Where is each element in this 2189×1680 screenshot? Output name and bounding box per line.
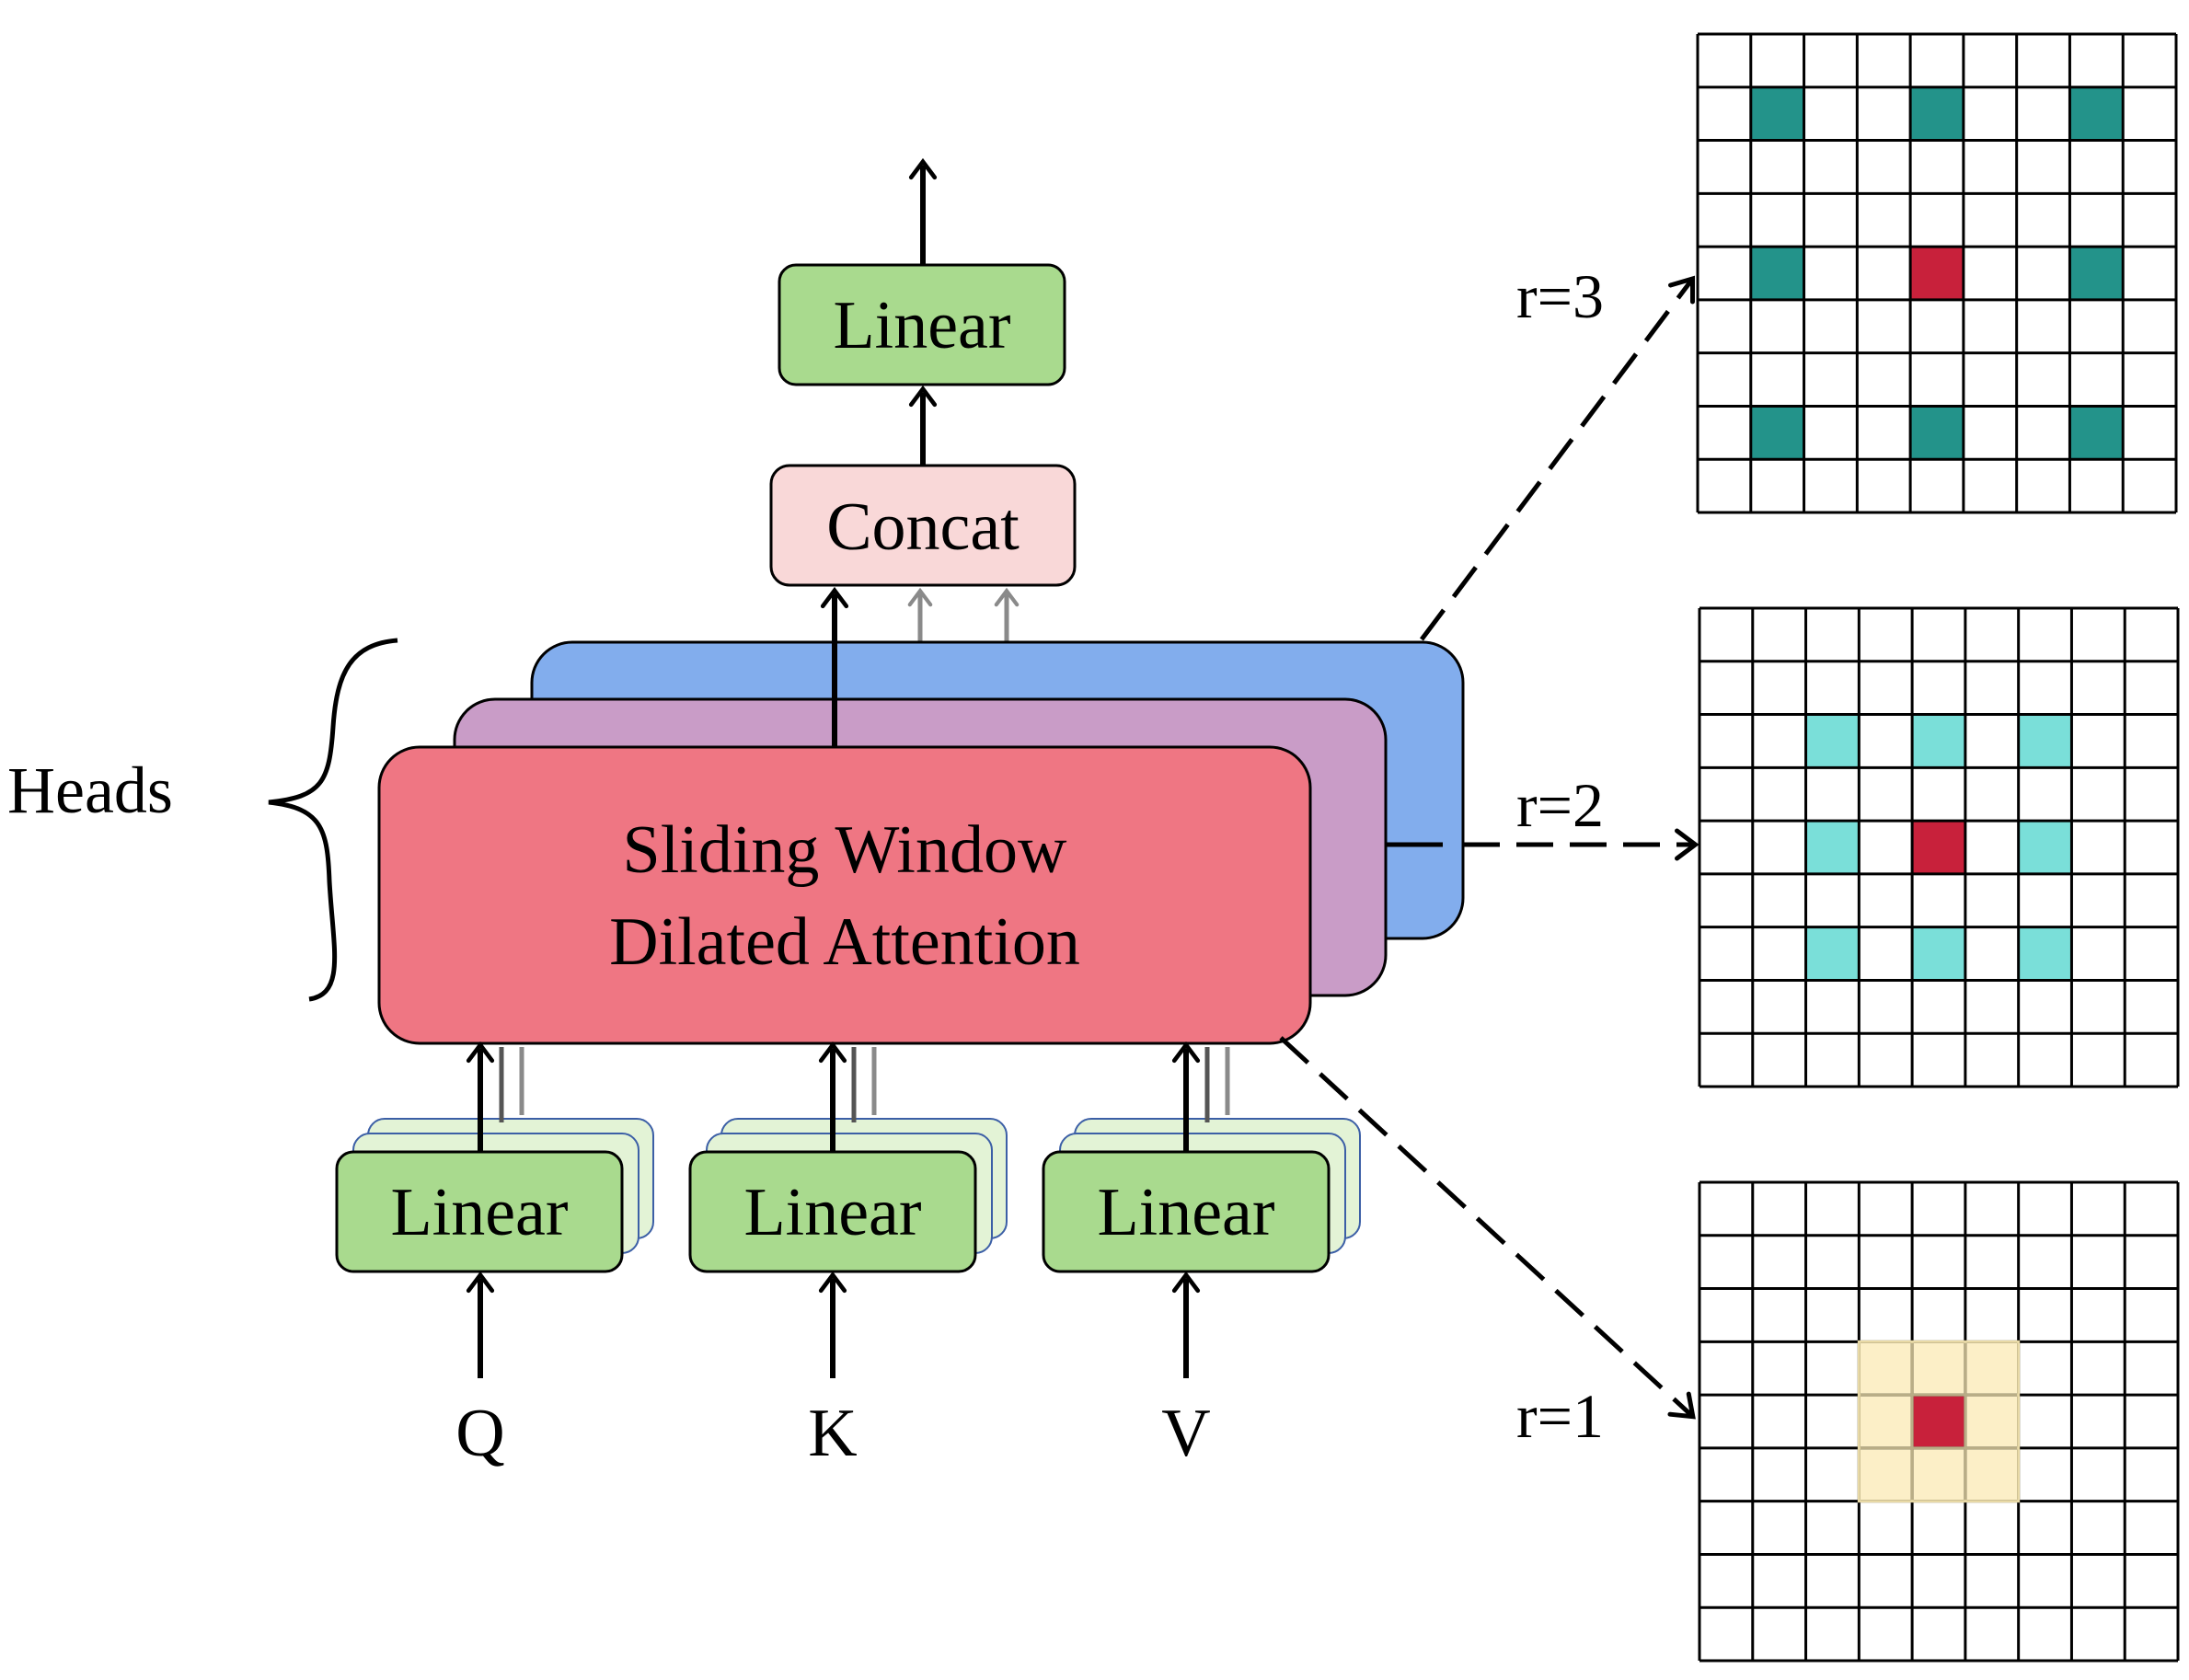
linear-q-stack: Linear bbox=[335, 1047, 654, 1273]
neighbor-cell bbox=[2069, 406, 2124, 460]
concat-label: Concat bbox=[826, 489, 1020, 565]
linear-q-label: Linear bbox=[390, 1175, 568, 1250]
rate-label-r3: r=3 bbox=[1516, 261, 1604, 331]
neighbor-cell bbox=[2069, 247, 2124, 300]
window-border bbox=[1857, 1340, 2021, 1503]
neighbor-cell bbox=[1805, 926, 1860, 981]
neighbor-cell bbox=[1805, 714, 1860, 768]
neighbor-cell bbox=[1750, 406, 1804, 460]
window-cell bbox=[1912, 1447, 1965, 1502]
neighbor-cell bbox=[2018, 714, 2072, 768]
dashed-arrow-r1 bbox=[1279, 1036, 1696, 1420]
output-linear-label: Linear bbox=[833, 288, 1010, 363]
dilation-grid-r3 bbox=[1696, 32, 2178, 514]
neighbor-cell bbox=[2069, 86, 2124, 141]
window-cell bbox=[1964, 1341, 2019, 1396]
neighbor-cell bbox=[1910, 86, 1964, 141]
heads-label: Heads bbox=[7, 754, 173, 827]
center-cell bbox=[1912, 821, 1965, 874]
window-cell bbox=[1859, 1341, 1913, 1396]
neighbor-cell bbox=[2018, 926, 2072, 981]
neighbor-cell bbox=[1750, 86, 1804, 141]
output-linear-block: Linear bbox=[778, 263, 1066, 386]
linear-v-stack: Linear bbox=[1042, 1047, 1361, 1273]
input-v-label: V bbox=[1161, 1396, 1210, 1471]
window-cell bbox=[1859, 1447, 1913, 1502]
window-cell bbox=[1859, 1395, 1913, 1448]
neighbor-cell bbox=[1912, 926, 1965, 981]
linear-k-label: Linear bbox=[743, 1175, 921, 1250]
neighbor-cell bbox=[1912, 714, 1965, 768]
linear-v-label: Linear bbox=[1097, 1175, 1274, 1250]
rate-label-r1: r=1 bbox=[1516, 1381, 1604, 1451]
window-cell bbox=[1964, 1447, 2019, 1502]
neighbor-cell bbox=[1805, 821, 1860, 874]
heads-brace bbox=[268, 638, 398, 1002]
rate-label-r2: r=2 bbox=[1516, 770, 1604, 840]
window-cell bbox=[1964, 1395, 2019, 1448]
window-cell bbox=[1912, 1341, 1965, 1396]
attention-title-line2: Dilated Attention bbox=[609, 904, 1080, 980]
dashed-arrow-r3 bbox=[1420, 275, 1696, 641]
center-cell bbox=[1912, 1395, 1965, 1448]
linear-k-stack: Linear bbox=[688, 1047, 1008, 1273]
neighbor-cell bbox=[2018, 821, 2072, 874]
dilation-grid-r2 bbox=[1698, 606, 2180, 1088]
input-q-label: Q bbox=[455, 1396, 504, 1471]
neighbor-cell bbox=[1750, 247, 1804, 300]
attention-title-line1: Sliding Window bbox=[623, 812, 1067, 888]
neighbor-cell bbox=[1910, 406, 1964, 460]
center-cell bbox=[1910, 247, 1964, 300]
attention-head-front: Sliding Window Dilated Attention bbox=[377, 745, 1312, 1045]
concat-block: Concat bbox=[769, 464, 1077, 587]
dilation-grid-r1 bbox=[1698, 1180, 2180, 1663]
input-k-label: K bbox=[808, 1396, 857, 1471]
